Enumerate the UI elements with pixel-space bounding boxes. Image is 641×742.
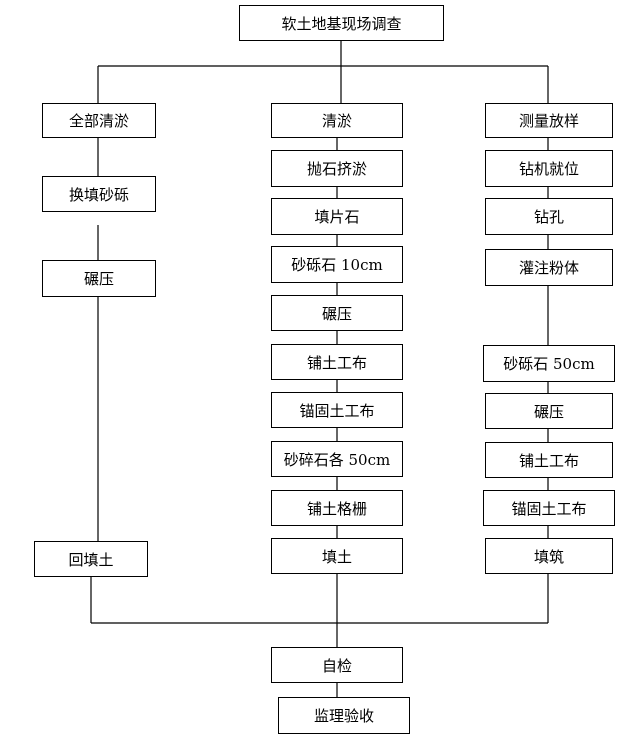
right-step-3: 钻孔 [485,198,613,235]
middle-step-10: 填土 [271,538,403,574]
middle-step-1: 清淤 [271,103,403,138]
right-step-5: 砂砾石 50cm [483,345,615,382]
left-step-2: 换填砂砾 [42,176,156,212]
right-step-9: 填筑 [485,538,613,574]
middle-step-9: 铺土格栅 [271,490,403,526]
middle-step-4: 砂砾石 10cm [271,246,403,283]
right-step-7: 铺土工布 [485,442,613,478]
right-step-4: 灌注粉体 [485,249,613,286]
middle-step-8: 砂碎石各 50cm [271,441,403,477]
right-step-1: 测量放样 [485,103,613,138]
right-step-8: 锚固土工布 [483,490,615,526]
right-step-2: 钻机就位 [485,150,613,187]
left-step-4: 回填土 [34,541,148,577]
middle-step-2: 抛石挤淤 [271,150,403,187]
right-step-6: 碾压 [485,393,613,429]
left-step-3: 碾压 [42,260,156,297]
middle-step-5: 碾压 [271,295,403,331]
title-box: 软土地基现场调查 [239,5,444,41]
middle-step-7: 锚固土工布 [271,392,403,428]
self-check-box: 自检 [271,647,403,683]
middle-step-6: 铺土工布 [271,344,403,380]
left-step-1: 全部清淤 [42,103,156,138]
supervision-acceptance-box: 监理验收 [278,697,410,734]
middle-step-3: 填片石 [271,198,403,235]
